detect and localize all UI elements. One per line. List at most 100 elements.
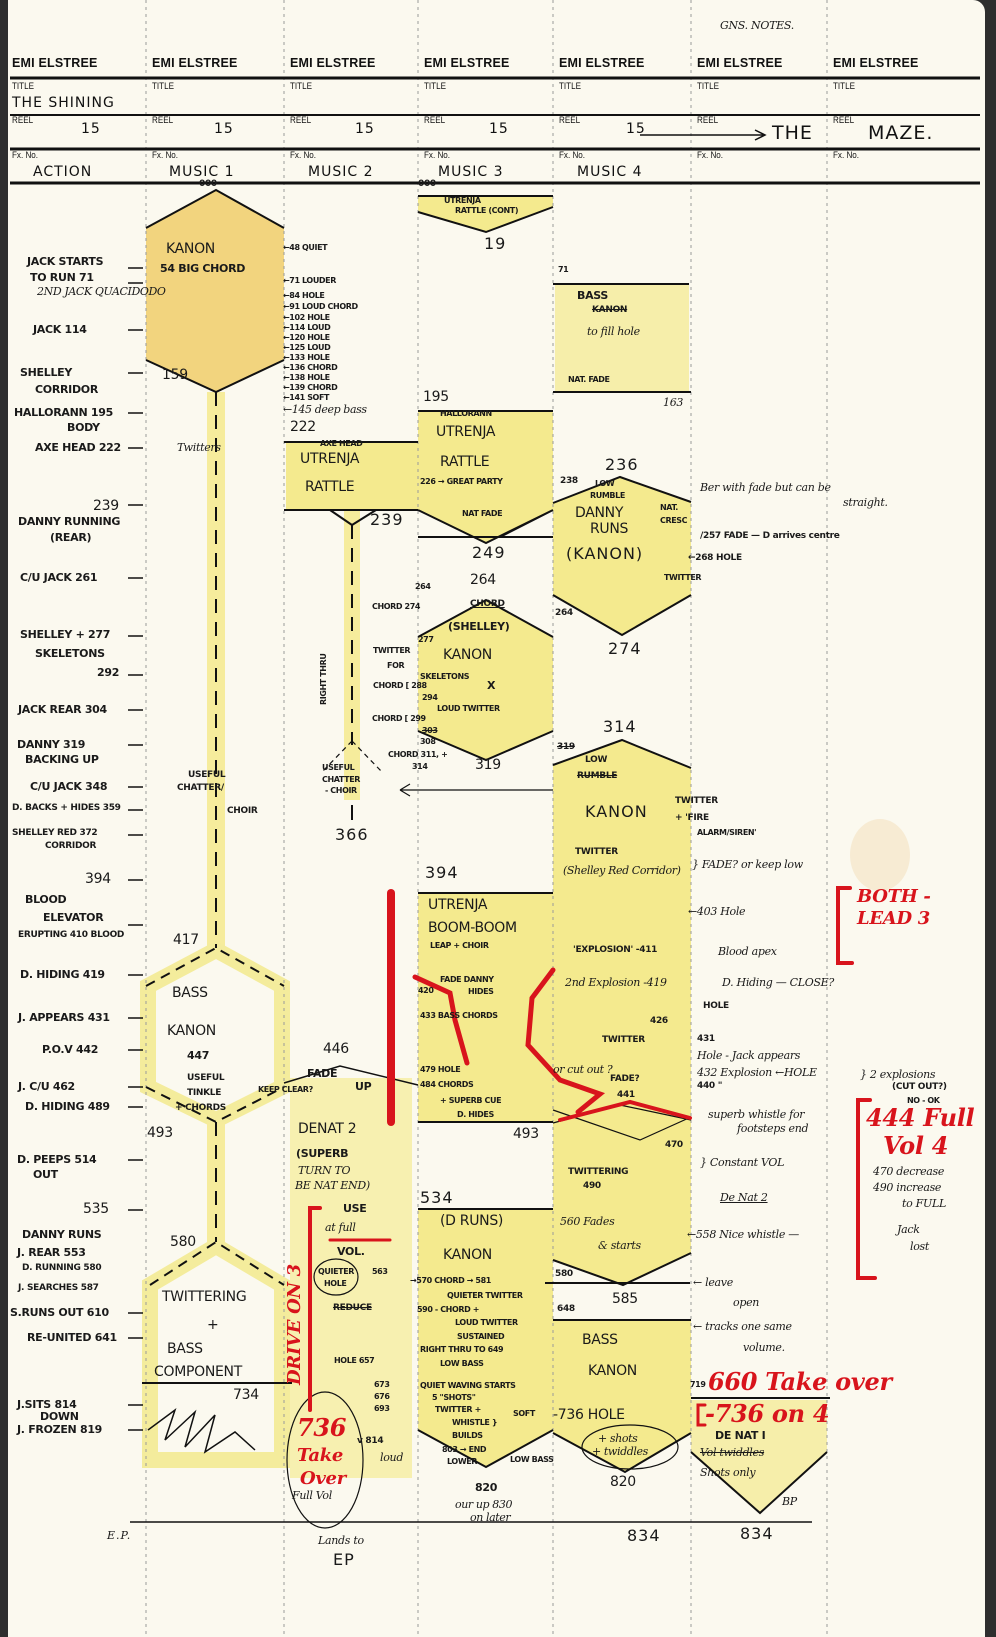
music3-note: CHORD 311, + (388, 750, 448, 759)
music4-note: (KANON) (566, 544, 644, 563)
music4-note: NAT. FADE (568, 375, 610, 384)
action-note: D. RUNNING 580 (22, 1263, 102, 1273)
music1-note: 580 (170, 1234, 196, 1250)
music2-note: 676 (374, 1392, 390, 1401)
music4-note: + shots (598, 1432, 638, 1445)
music2-note: VOL. (337, 1245, 365, 1258)
action-note: J.SITS 814 (17, 1398, 77, 1411)
title-label: TITLE (833, 81, 855, 92)
fx-label: Fx. No. (697, 150, 724, 161)
action-note: OUT (33, 1168, 58, 1181)
music2-note: RATTLE (305, 479, 355, 495)
music2-note: ←145 deep bass (283, 403, 367, 416)
music3-note: LOUD TWITTER (455, 1318, 518, 1327)
form-label: EMI ELSTREE (697, 56, 783, 70)
title-label: TITLE (290, 81, 312, 92)
notes-note: 719 (690, 1380, 706, 1389)
music2-note: ←102 HOLE (283, 313, 330, 322)
music4-note: TWITTERING (568, 1167, 629, 1177)
action-note: DOWN (40, 1410, 79, 1423)
music3-note: TWITTER + (435, 1405, 481, 1414)
reel-note-maze: MAZE. (868, 122, 934, 144)
music2-note: AXE HEAD (320, 439, 363, 448)
music2-note: 239 (370, 510, 404, 529)
music2-note: Lands to (318, 1534, 364, 1547)
action-note: SHELLEY RED 372 (12, 828, 98, 838)
form-label: EMI ELSTREE (559, 56, 645, 70)
music1-note: CHATTER/ (177, 783, 224, 793)
music3-hallorann-fill (418, 411, 553, 543)
music3-note: 484 CHORDS (420, 1080, 474, 1089)
title-label: TITLE (559, 81, 581, 92)
music1-note: 54 BIG CHORD (160, 262, 246, 275)
music3-note: 308 (420, 737, 436, 746)
music3-note: 294 (422, 693, 438, 702)
music3-note: 195 (423, 389, 449, 405)
music4-note: TWITTER (664, 573, 702, 582)
music1-note: BASS (167, 1341, 203, 1357)
music3-note: 479 HOLE (420, 1065, 461, 1074)
action-note: S.RUNS OUT 610 (10, 1306, 109, 1319)
reel-value: 15 (355, 121, 375, 137)
music3-note: QUIETER TWITTER (447, 1291, 523, 1300)
reel-value: 15 (81, 121, 101, 137)
music2-note: 446 (323, 1041, 349, 1057)
music3-note: WHISTLE } (452, 1418, 498, 1427)
music4-note: 820 (610, 1474, 636, 1490)
music4-note: 314 (603, 717, 637, 736)
music2-note: USEFUL (322, 763, 355, 772)
reel-value: 15 (489, 121, 509, 137)
action-note: TO RUN 71 (30, 271, 94, 284)
music3-note: 820 (475, 1481, 498, 1494)
music4-danny-hexagon-fill (553, 477, 691, 635)
music2-note: ←114 LOUD (283, 323, 331, 332)
music2-note: - CHOIR (325, 786, 357, 795)
notes-note: footsteps end (737, 1122, 809, 1135)
music3-note: HIDES (468, 987, 494, 996)
music2-note: KEEP CLEAR? (258, 1085, 313, 1094)
music3-note: 264 (470, 572, 496, 588)
music3-note: RATTLE (CONT) (455, 206, 519, 215)
music2-note: BE NAT END) (295, 1179, 370, 1192)
music3-note: 319 (475, 757, 501, 773)
music3-note: 303 (422, 726, 438, 735)
music4-note: & starts (598, 1239, 641, 1252)
music1-note: 159 (162, 367, 188, 383)
reel-label: REEL (697, 115, 719, 126)
music1-twittering-border (142, 1236, 290, 1468)
music3-note: 394 (425, 863, 459, 882)
music2-note: 366 (335, 825, 369, 844)
music4-note: 834 (627, 1526, 661, 1545)
notes-note: to FULL (902, 1197, 946, 1210)
red-note: LEAD 3 (857, 908, 930, 929)
form-label: EMI ELSTREE (12, 56, 98, 70)
music3-note: KANON (443, 647, 492, 663)
action-note: 394 (85, 871, 111, 887)
music4-note: 163 (663, 396, 684, 409)
music4-note: 'EXPLOSION' -411 (573, 945, 658, 955)
music1-note: BASS (172, 985, 208, 1001)
music2-note: UTRENJA (300, 451, 360, 467)
reel-value: 15 (214, 121, 234, 137)
music4-note: LOW (585, 755, 608, 765)
music2-note: QUIETER (318, 1267, 355, 1276)
notes-note: DE NAT I (715, 1429, 766, 1442)
music4-note: or cut out ? (553, 1063, 613, 1076)
music4-note: KANON (588, 1363, 637, 1379)
music1-note: KANON (166, 241, 215, 257)
music2-note: ←48 QUIET (283, 243, 328, 252)
action-note: DANNY RUNNING (18, 515, 121, 528)
music4-kanon-fill (553, 740, 691, 1285)
action-note: 239 (93, 498, 119, 514)
music3-note: CHORD 274 (372, 602, 421, 611)
music3-note: TWITTER (373, 646, 411, 655)
music2-note: UP (355, 1080, 372, 1093)
music4-note: 470 (665, 1140, 683, 1150)
red-note: Vol 4 (883, 1131, 949, 1160)
music3-note: our up 830 (455, 1498, 513, 1511)
form-label: EMI ELSTREE (290, 56, 376, 70)
red-note: 660 Take over (708, 1367, 892, 1396)
music1-note: TWITTERING (162, 1289, 247, 1305)
music3-note: 590 - CHORD + (417, 1305, 480, 1314)
music3-note: SUSTAINED (457, 1332, 505, 1341)
